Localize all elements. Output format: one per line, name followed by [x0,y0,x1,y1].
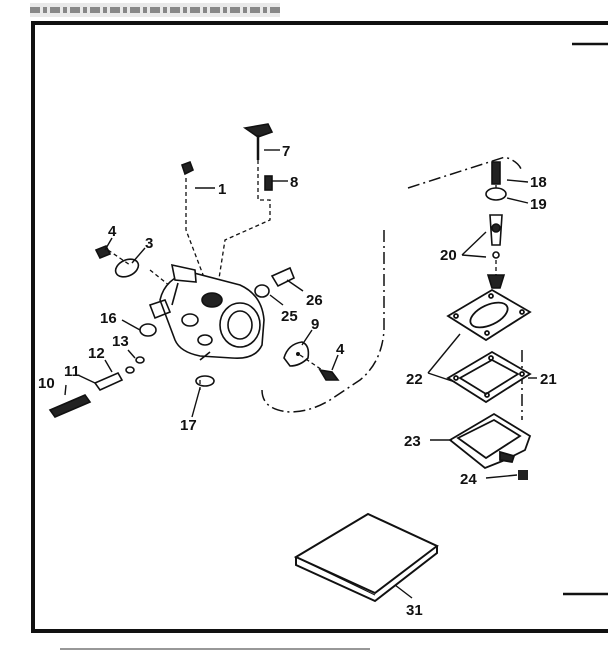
cover-screw-drawing [518,470,528,480]
fastener-drawings [94,160,340,381]
callout-17: 17 [180,417,197,434]
leader-lines [64,149,537,599]
callout-9: 9 [311,316,319,333]
callout-1: 1 [218,181,226,198]
cover-drawing [448,412,532,470]
callout-12: 12 [88,345,105,362]
callout-7: 7 [282,143,290,160]
callout-11: 11 [64,363,80,380]
carburetor-body-drawing [148,263,265,361]
callout-24: 24 [460,471,477,488]
throttle-plate-drawing [114,258,140,278]
callout-26: 26 [306,292,323,309]
callout-4b: 4 [336,341,345,358]
choke-plate-drawing [283,341,310,367]
callout-21: 21 [540,371,557,388]
assembly-boundary-lines [261,156,523,420]
inlet-needle-drawing [485,161,507,289]
needle-assembly-drawing [48,356,145,418]
gasket-21-drawing [446,350,532,404]
callout-20: 20 [440,247,457,264]
callout-8: 8 [290,174,298,191]
explode-lines [107,160,497,390]
callout-19: 19 [530,196,547,213]
diagram-frame [31,21,608,633]
callout-4a: 4 [108,223,117,240]
fitting-drawing [254,266,296,298]
callout-16: 16 [100,310,117,327]
callout-10: 10 [38,375,55,392]
diaphragm-drawing [446,288,532,342]
welch-plug-16-drawing [139,323,157,337]
callout-22: 22 [406,371,423,388]
choke-lever-drawing [242,123,274,160]
header-strip [30,3,280,17]
part-callouts: 1 3 4 4 7 8 9 10 11 12 13 16 17 18 19 20… [38,143,557,619]
callout-23: 23 [404,433,421,450]
callout-25: 25 [281,308,298,325]
choke-plate-hole [296,352,300,356]
callout-3: 3 [145,235,153,252]
callout-13: 13 [112,333,129,350]
gasket-kit-drawing [293,512,439,603]
callout-18: 18 [530,174,547,191]
welch-plug-17-drawing [195,375,215,387]
callout-31: 31 [406,602,423,619]
